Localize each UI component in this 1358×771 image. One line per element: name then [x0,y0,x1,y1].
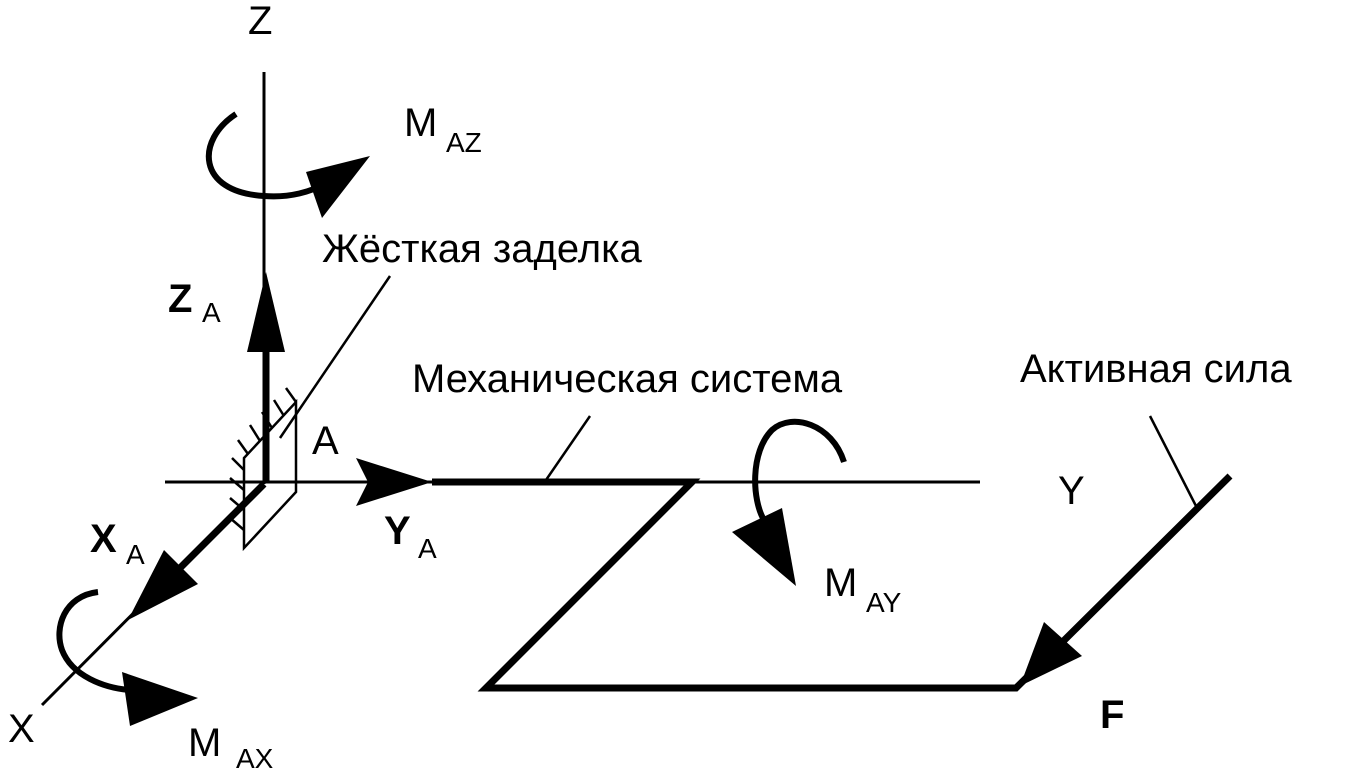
moment-maz-label: M [404,101,437,145]
mechanical-system-label: Механическая система [412,357,843,401]
reaction-za-sub: A [202,297,221,328]
moment-max-sub: AX [236,743,274,771]
reaction-ya-label: Y [384,509,411,553]
point-a-label: A [312,419,339,463]
reaction-ya-sub: A [418,533,437,564]
axis-x-label: X [8,707,35,751]
reaction-za-arrow [247,272,285,482]
reaction-xa-sub: A [126,539,145,570]
axis-y-label: Y [1058,469,1085,513]
moment-maz-sub: AZ [446,127,482,158]
fixed-support-leader [278,275,392,439]
moment-may-label: M [824,561,857,605]
reaction-xa-arrow [128,481,267,620]
reaction-ya-arrow [356,458,432,506]
mechanical-system-frame [432,473,1233,692]
force-f-label: F [1100,693,1124,737]
moment-may-sub: AY [866,587,902,618]
reaction-xa-label: X [90,517,117,561]
moment-maz-arrow [205,111,370,218]
active-force-leader [1148,415,1198,507]
mechanical-system-leader [544,415,592,481]
fixed-support-label: Жёсткая заделка [322,227,642,271]
force-f-arrow [1020,622,1082,686]
axis-z-label: Z [248,0,272,43]
reaction-za-label: Z [168,277,192,321]
moment-may-arrow [732,418,847,586]
moment-max-arrow [56,589,198,726]
moment-max-label: M [188,721,221,765]
active-force-label: Активная сила [1020,347,1292,391]
